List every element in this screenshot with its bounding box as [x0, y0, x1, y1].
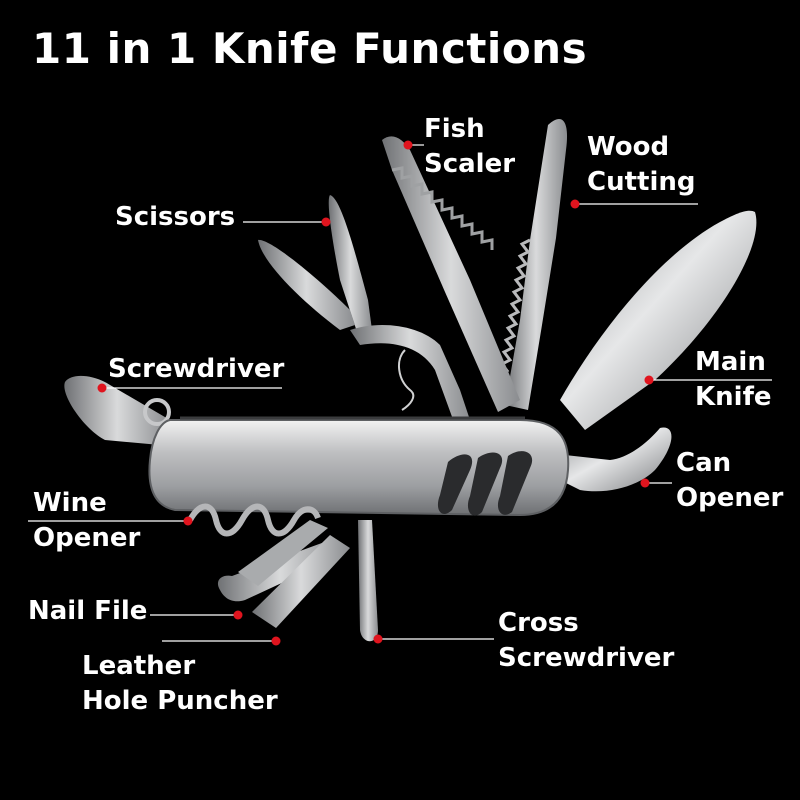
scissors-blade-upper	[328, 195, 372, 335]
marker-nail-file	[233, 610, 243, 620]
marker-wood-cutting	[570, 199, 580, 209]
label-leather-hole-puncher: Leather Hole Puncher	[82, 651, 278, 716]
marker-leather-punch	[271, 636, 281, 646]
key-ring	[143, 398, 171, 426]
marker-cross-screwdriver	[373, 634, 383, 644]
grip-slot-2	[467, 452, 503, 516]
scissors-wire	[398, 349, 415, 411]
knife-handle	[148, 419, 570, 517]
fish-scaler-teeth	[391, 166, 494, 250]
grip-slot-3	[497, 451, 533, 515]
scissors-blade-lower	[258, 239, 355, 330]
bottle-tool	[238, 520, 328, 586]
marker-wine-opener	[183, 516, 193, 526]
label-main-knife: Main Knife	[695, 347, 772, 412]
marker-fish-scaler	[403, 140, 413, 150]
cross-screwdriver-tool	[358, 520, 378, 642]
scissors-spring	[350, 325, 470, 425]
marker-screwdriver	[97, 383, 107, 393]
fish-scaler-blade	[382, 136, 520, 412]
label-cross-screwdriver: Cross Screwdriver	[498, 608, 675, 673]
corkscrew	[187, 503, 321, 537]
leather-punch-tool	[252, 535, 350, 628]
label-scissors: Scissors	[115, 202, 236, 232]
label-wine-opener: Wine Opener	[33, 488, 141, 553]
label-screwdriver: Screwdriver	[108, 354, 285, 384]
label-wood-cutting: Wood Cutting	[587, 132, 696, 197]
marker-main-knife	[644, 375, 654, 385]
main-knife-blade	[560, 210, 757, 430]
can-opener-tool	[560, 427, 672, 492]
marker-scissors	[321, 217, 331, 227]
grip-slot-1	[437, 454, 473, 515]
page-title: 11 in 1 Knife Functions	[32, 24, 588, 73]
label-nail-file: Nail File	[28, 596, 148, 626]
label-fish-scaler: Fish Scaler	[424, 114, 516, 179]
marker-can-opener	[640, 478, 650, 488]
wood-saw-blade	[505, 118, 568, 410]
wood-saw-teeth	[499, 238, 531, 373]
screwdriver-tool	[64, 375, 170, 445]
label-can-opener: Can Opener	[676, 448, 784, 513]
